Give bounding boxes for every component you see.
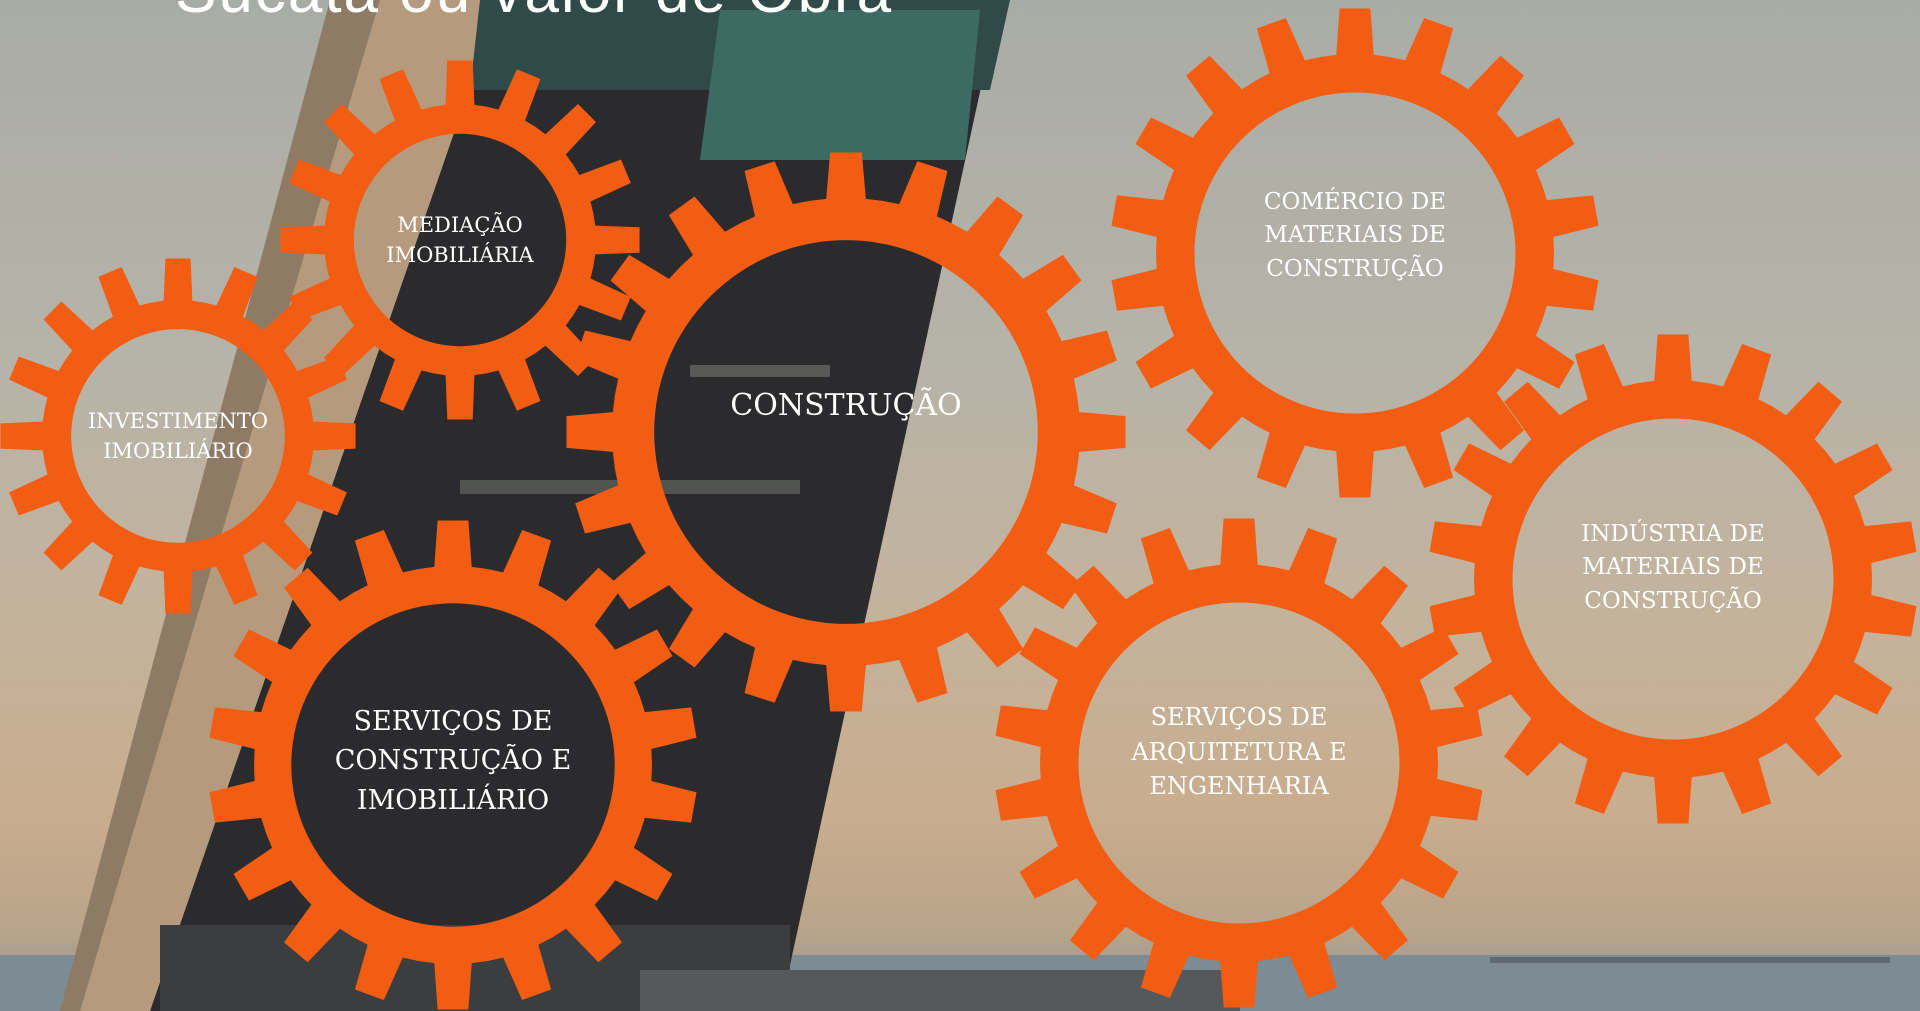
gear-icon [995, 518, 1483, 1008]
gear-shape [1111, 8, 1599, 498]
gear-icon [0, 258, 356, 614]
gear-icon [1111, 8, 1599, 498]
gear-industria-materiais[interactable]: INDÚSTRIA DE MATERIAIS DE CONSTRUÇÃO [1428, 334, 1918, 824]
gear-label: MEDIAÇÃO IMOBILIÁRIA [386, 212, 534, 267]
gear-shape [1429, 334, 1917, 824]
gear-shape [995, 518, 1483, 1008]
gear-shape [0, 258, 356, 614]
gear-construcao[interactable]: CONSTRUÇÃO [566, 152, 1126, 712]
gear-label: CONSTRUÇÃO [730, 388, 962, 424]
gear-investimento-imobiliario[interactable]: INVESTIMENTO IMOBILIÁRIO [0, 258, 356, 614]
gear-icon [280, 60, 640, 420]
gear-shape [280, 60, 640, 420]
gear-shape [209, 520, 697, 1010]
gear-label: SERVIÇOS DE CONSTRUÇÃO E IMOBILIÁRIO [334, 706, 572, 816]
gear-mediacao-imobiliaria[interactable]: MEDIAÇÃO IMOBILIÁRIA [280, 60, 640, 420]
gear-comercio-materiais[interactable]: COMÉRCIO DE MATERIAIS DE CONSTRUÇÃO [1110, 8, 1600, 498]
gear-servicos-arquitetura-engenharia[interactable]: SERVIÇOS DE ARQUITETURA E ENGENHARIA [994, 518, 1484, 1008]
gear-icon [209, 520, 697, 1010]
gear-shape [566, 152, 1126, 712]
gear-servicos-construcao-imobiliario[interactable]: SERVIÇOS DE CONSTRUÇÃO E IMOBILIÁRIO [208, 520, 698, 1010]
slide-title: Sucata ou valor de Obra [175, 0, 893, 27]
gear-icon [1429, 334, 1917, 824]
gear-icon [566, 152, 1126, 712]
gear-label: COMÉRCIO DE MATERIAIS DE CONSTRUÇÃO [1263, 188, 1447, 282]
gear-label: SERVIÇOS DE ARQUITETURA E ENGENHARIA [1131, 702, 1347, 801]
gear-label: INVESTIMENTO IMOBILIÁRIO [87, 408, 269, 463]
gear-label: INDÚSTRIA DE MATERIAIS DE CONSTRUÇÃO [1581, 520, 1765, 614]
